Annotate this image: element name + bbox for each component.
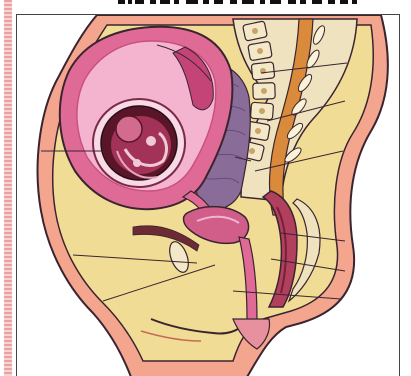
fetus — [101, 106, 177, 180]
cropped-heading-fragment — [0, 0, 411, 5]
pregnancy-cross-section-illustration — [17, 15, 400, 376]
illustration-panel — [16, 14, 400, 376]
left-margin-stripe — [4, 0, 12, 376]
